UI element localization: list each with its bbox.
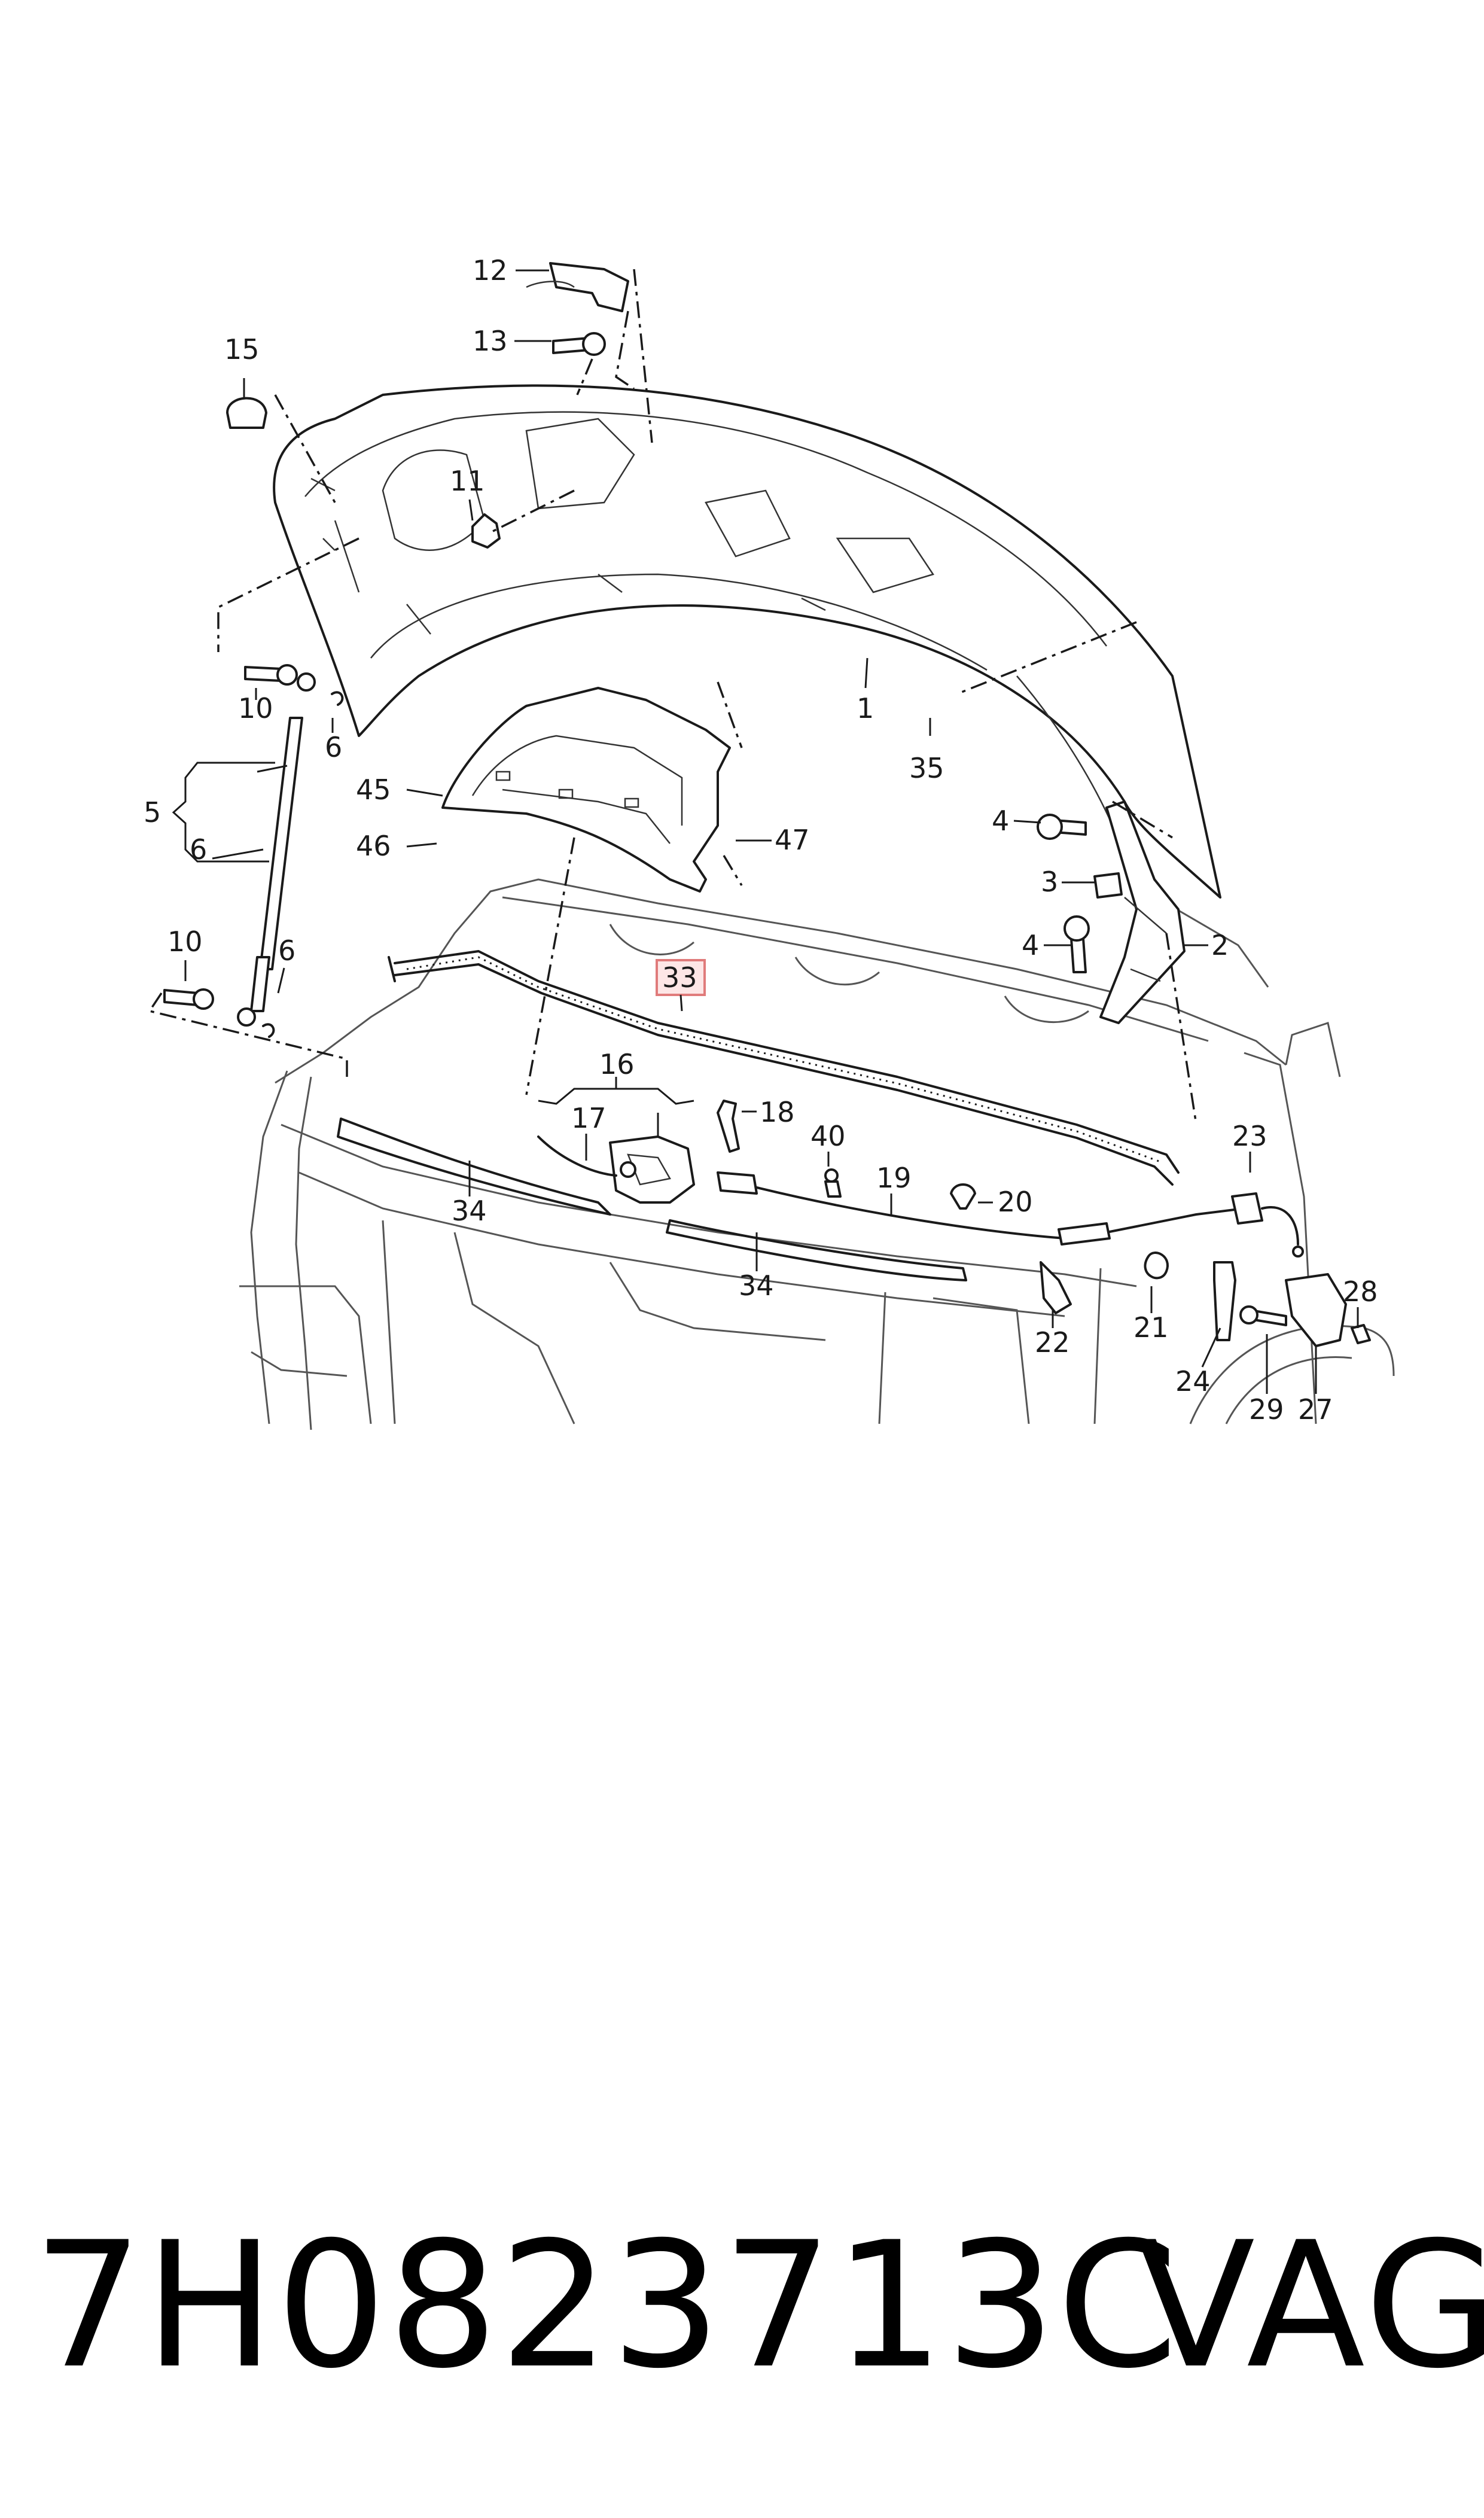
callout-40: 40 — [810, 1120, 846, 1152]
lock-and-cable — [537, 1100, 1304, 1258]
callout-19: 19 — [876, 1162, 912, 1194]
callout-34-right: 34 — [739, 1269, 774, 1302]
callout-5: 5 — [144, 796, 161, 829]
parts-diagram: 12 13 15 11 1 35 10 6 5 6 10 6 45 46 47 … — [144, 254, 1395, 1430]
callout-23: 23 — [1232, 1120, 1267, 1152]
callout-27: 27 — [1298, 1393, 1333, 1426]
assembly-lines — [148, 269, 1197, 1125]
cowl-panel — [441, 687, 731, 893]
hood-seal-34 — [337, 1118, 967, 1281]
callout-15: 15 — [224, 333, 260, 366]
callout-46: 46 — [356, 830, 391, 862]
callout-11: 11 — [450, 465, 485, 497]
callout-1: 1 — [857, 692, 874, 724]
engine-hood — [273, 384, 1221, 899]
part-number: 7H0823713C — [33, 2205, 1180, 2407]
callout-6-lower: 6 — [278, 934, 295, 967]
callout-17: 17 — [571, 1102, 607, 1134]
callout-34-left: 34 — [452, 1195, 487, 1227]
callout-labels: 12 13 15 11 1 35 10 6 5 6 10 6 45 46 47 … — [144, 254, 1378, 1426]
callout-10-upper: 10 — [238, 692, 273, 724]
small-parts-bottom — [1040, 1252, 1371, 1347]
ball-studs — [163, 664, 298, 1010]
callout-33-highlight — [656, 959, 706, 996]
hood-hinge — [1037, 800, 1186, 1024]
callout-12: 12 — [473, 254, 508, 287]
callout-45: 45 — [356, 774, 391, 806]
small-parts-top — [226, 262, 629, 549]
callout-10-lower: 10 — [167, 925, 203, 958]
callout-24: 24 — [1175, 1365, 1211, 1397]
callout-20: 20 — [998, 1186, 1033, 1218]
callout-47: 47 — [775, 824, 810, 856]
callout-18: 18 — [760, 1096, 795, 1128]
callout-6-upper: 6 — [325, 731, 342, 763]
gas-struts — [237, 672, 344, 1038]
callout-33: 33 — [662, 961, 697, 994]
callout-29: 29 — [1249, 1393, 1284, 1426]
callout-6-middle: 6 — [190, 833, 207, 866]
callout-35: 35 — [909, 752, 944, 784]
callout-22: 22 — [1035, 1326, 1070, 1359]
callout-28: 28 — [1343, 1275, 1378, 1308]
leader-lines — [172, 269, 1359, 1394]
callout-4-upper: 4 — [992, 805, 1009, 837]
callout-13: 13 — [473, 325, 508, 357]
callout-3: 3 — [1041, 866, 1058, 898]
callout-4-lower: 4 — [1022, 929, 1039, 961]
hood-seal-33 — [388, 950, 1180, 1186]
callout-16: 16 — [599, 1048, 635, 1080]
callout-21: 21 — [1133, 1311, 1169, 1344]
vehicle-body-outline — [239, 878, 1395, 1430]
callout-2: 2 — [1211, 929, 1229, 961]
brand-name: VAG — [1136, 2205, 1484, 2407]
